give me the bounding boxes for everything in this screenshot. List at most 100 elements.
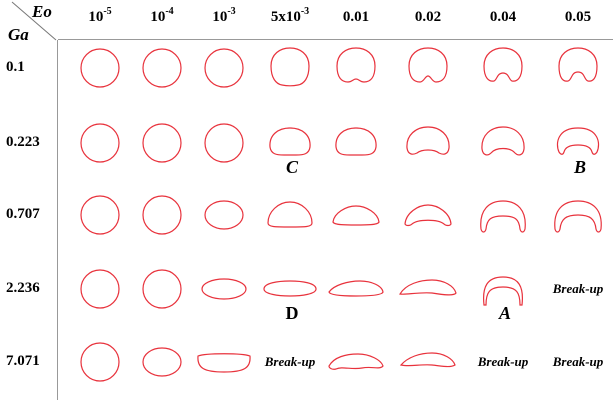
bubble-shape-circle-flat (270, 47, 310, 87)
bubble-shape-lens-thick (267, 201, 313, 228)
break-up-label: Break-up (552, 281, 604, 296)
bubble-shape-circle (80, 195, 120, 235)
bubble-shape-cap-dimple-deep (481, 126, 525, 156)
bubble-shape-skirt-wide (554, 200, 602, 233)
column-header-base: 0.05 (564, 9, 592, 25)
bubble-outline (204, 123, 244, 163)
left-axis-line (57, 40, 58, 400)
marker-letter-b: B (573, 157, 586, 177)
bubble-outline (328, 353, 384, 370)
column-header-exponent: -5 (103, 6, 112, 17)
bubble-shape-cap-dimple (406, 126, 450, 155)
bubble-shape-circle (142, 48, 182, 88)
bubble-outline (270, 47, 310, 87)
row-label-2: 0.707 (6, 206, 40, 222)
column-header-1: 10-4 (150, 7, 173, 25)
column-header-6: 0.04 (490, 10, 516, 25)
bubble-outline (201, 278, 247, 300)
marker-letter-c: C (285, 157, 298, 177)
corner-divider (11, 1, 57, 41)
bubble-outline (142, 347, 182, 377)
bubble-shape-circle (204, 48, 244, 88)
column-header-base: 5x10 (270, 9, 301, 25)
bubble-shape-flat-bottom (336, 47, 376, 83)
bubble-shape-lens (332, 205, 380, 226)
bubble-shape-circle (142, 195, 182, 235)
bubble-outline (204, 200, 244, 230)
bubble-outline (406, 126, 450, 155)
bubble-shape-circle (80, 48, 120, 88)
bubble-shape-circle (80, 123, 120, 163)
bubble-shape-disk (263, 280, 317, 297)
column-header-base: 0.02 (414, 9, 442, 25)
bubble-outline (204, 48, 244, 88)
column-header-base: 10 (212, 9, 228, 25)
bubble-outline (556, 127, 600, 155)
bubble-shape-ellipse (142, 347, 182, 377)
bubble-shape-circle (204, 123, 244, 163)
column-header-exponent: -3 (300, 6, 310, 17)
bubble-outline (142, 123, 182, 163)
column-header-exponent: -4 (165, 6, 174, 17)
column-header-5: 0.02 (415, 10, 441, 25)
bubble-shape-barrel (197, 353, 251, 373)
bubble-shape-ellipse (204, 200, 244, 230)
column-header-7: 0.05 (565, 10, 591, 25)
bubble-outline (399, 279, 457, 296)
bubble-outline (269, 127, 311, 156)
marker-letter-d: D (285, 303, 299, 323)
bubble-shape-disk-wavy (328, 353, 384, 370)
bubble-shape-cap (269, 127, 311, 156)
column-header-4: 0.01 (343, 10, 369, 25)
bubble-shape-skirt (480, 200, 526, 233)
marker-letter-a: A (498, 303, 511, 323)
bubble-outline (399, 352, 456, 368)
bubble-outline (404, 204, 452, 227)
row-label-4: 7.071 (6, 353, 40, 369)
bubble-shape-disk-thin (328, 280, 384, 297)
bubble-outline (482, 276, 524, 306)
bubble-outline (142, 48, 182, 88)
bubble-outline (263, 280, 317, 297)
bubble-outline (80, 48, 120, 88)
column-header-exponent: -3 (227, 6, 236, 17)
bubble-outline (80, 269, 120, 309)
bubble-outline (554, 200, 602, 233)
bubble-outline (142, 195, 182, 235)
row-label-1: 0.223 (6, 134, 40, 150)
bubble-shape-circle (142, 269, 182, 309)
bubble-shape-cap-skirt (556, 127, 600, 155)
bubble-outline (267, 201, 313, 228)
row-label-3: 2.236 (6, 280, 40, 296)
bubble-outline (80, 195, 120, 235)
column-header-2: 10-3 (212, 7, 235, 25)
bubble-shape-circle (80, 269, 120, 309)
eo-axis-label: Eo (32, 2, 52, 21)
bubble-shape-cap (335, 127, 377, 156)
bubble-shape-dimple (483, 47, 523, 82)
column-header-base: 10 (88, 9, 104, 25)
break-up-label: Break-up (552, 354, 604, 369)
bubble-shape-disk-arc (399, 352, 456, 368)
break-up-label: Break-up (477, 354, 529, 369)
column-header-0: 10-5 (88, 7, 111, 25)
bubble-shape-disk-curved (399, 279, 457, 296)
column-header-base: 0.04 (489, 9, 517, 25)
bubble-outline (332, 205, 380, 226)
bubble-outline (558, 47, 598, 82)
column-header-base: 0.01 (342, 9, 370, 25)
bubble-outline (142, 269, 182, 309)
top-axis-line (58, 39, 613, 40)
column-header-3: 5x10-3 (270, 7, 309, 25)
bubble-shape-dimple-small (408, 47, 448, 83)
bubble-outline (197, 353, 251, 373)
bubble-outline (481, 126, 525, 156)
column-header-base: 10 (150, 9, 166, 25)
bubble-shape-circle (80, 342, 120, 382)
bubble-outline (483, 47, 523, 82)
bubble-outline (80, 123, 120, 163)
ga-axis-label: Ga (8, 25, 29, 44)
bubble-shape-lens-curved (404, 204, 452, 227)
bubble-outline (408, 47, 448, 83)
